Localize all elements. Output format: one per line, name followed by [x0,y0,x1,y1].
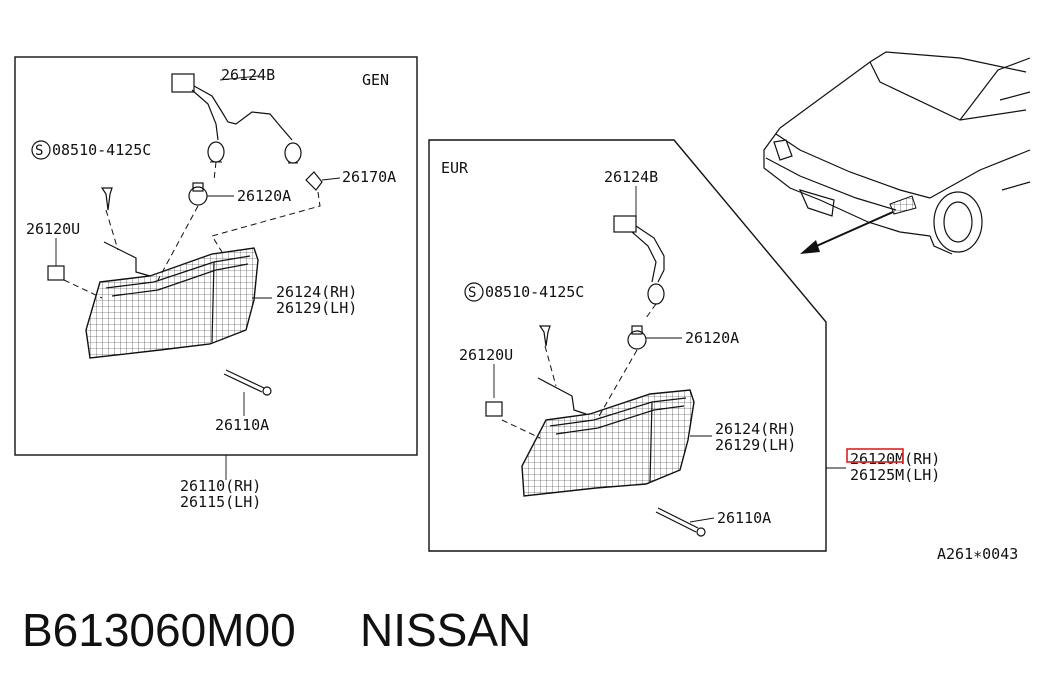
eur-socket-harness [613,215,665,305]
figure-code: A261∗0043 [937,545,1018,563]
gen-lens-lh-label: 26129(LH) [276,299,357,317]
eur-bracket [537,377,587,415]
gen-bulb-label: 26120A [237,187,291,205]
eur-screw-icon: S [464,282,551,347]
eur-screw-symbol: S [468,285,476,301]
eur-lens-rh-label: 26124(RH) [715,420,796,438]
eur-assy-lh-label: 26125M(LH) [850,466,940,484]
highlight-box [846,448,904,463]
eur-region-label: EUR [441,159,469,177]
gen-socket-harness [171,73,302,164]
eur-panel-frame [428,139,827,552]
gen-screw-icon: S [31,140,113,211]
part-number: B613060M00 [22,604,296,656]
gen-retainer-icon [47,265,65,281]
gen-bolt-label: 26110A [215,416,269,434]
gen-socket-label: 26124B [221,66,275,84]
eur-retainer-icon [485,401,503,417]
eur-socket-label: 26124B [604,168,658,186]
eur-bolt-icon [655,507,706,537]
gen-assy-rh-label: 26110(RH) [180,477,261,495]
eur-screw-label: 08510-4125C [485,283,584,301]
brand-name: NISSAN [360,604,531,656]
pointer-arrow [800,211,894,254]
gen-panel-frame [14,56,418,456]
gen-bolt-icon [223,369,272,396]
gen-assy-lh-label: 26115(LH) [180,493,261,511]
gen-lens-rh-label: 26124(RH) [276,283,357,301]
gen-retainer-label: 26120U [26,220,80,238]
eur-bolt-label: 26110A [717,509,771,527]
eur-assy-rh-label: 26120M(RH) [850,450,940,468]
gen-screw-label: 08510-4125C [52,141,151,159]
gen-lamp-lens [85,247,259,359]
gen-bracket [103,241,151,277]
gen-screw-symbol: S [35,143,43,159]
eur-lamp-lens [521,389,695,497]
eur-retainer-label: 26120U [459,346,513,364]
eur-lens-lh-label: 26129(LH) [715,436,796,454]
eur-bulb-icon [627,325,647,350]
car-front-sketch [763,51,1031,255]
gen-clip-label: 26170A [342,168,396,186]
gen-region-label: GEN [362,71,389,89]
gen-clip-icon [305,171,323,191]
gen-bulb-icon [188,182,208,206]
eur-bulb-label: 26120A [685,329,739,347]
